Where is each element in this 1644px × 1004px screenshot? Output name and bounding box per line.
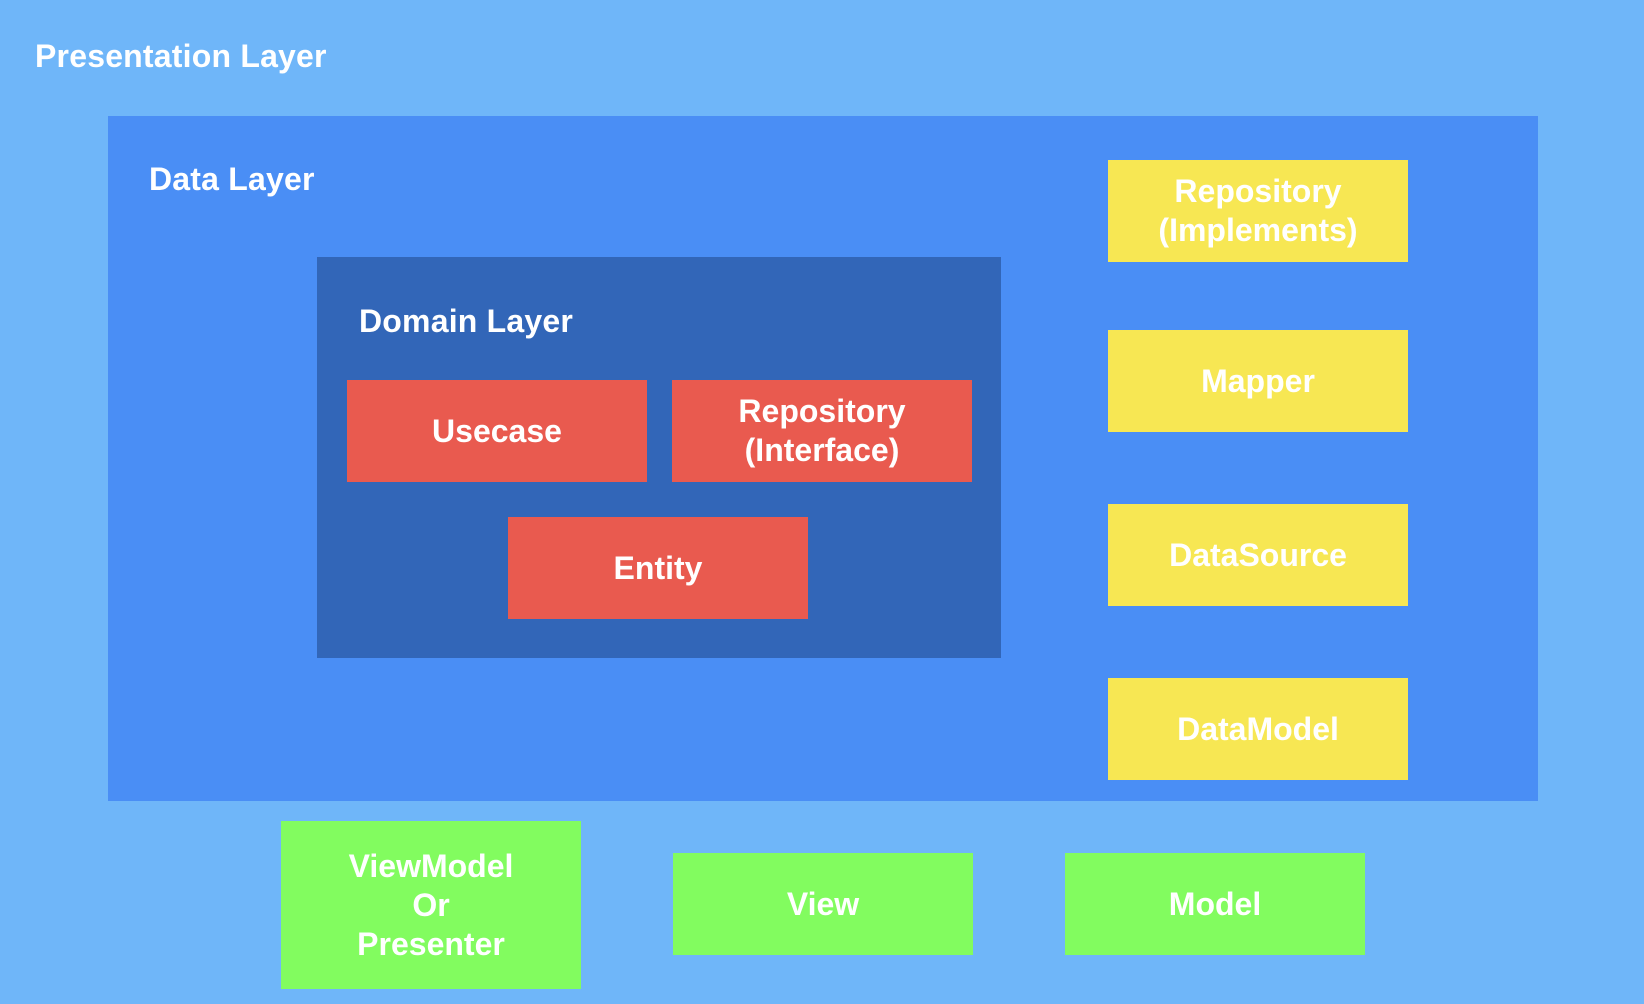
usecase-box: Usecase <box>347 380 647 482</box>
domain-layer-title: Domain Layer <box>359 303 574 339</box>
repository-interface-box: Repository (Interface) <box>672 380 972 482</box>
model-box: Model <box>1065 853 1365 955</box>
entity-box: Entity <box>508 517 808 619</box>
datamodel-box: DataModel <box>1108 678 1408 780</box>
presentation-layer-title: Presentation Layer <box>35 38 327 74</box>
domain-layer: Domain Layer Usecase Repository (Interfa… <box>317 257 1001 658</box>
data-layer: Data Layer Domain Layer Usecase Reposito… <box>108 116 1538 801</box>
repository-implements-box: Repository (Implements) <box>1108 160 1408 262</box>
mapper-box: Mapper <box>1108 330 1408 432</box>
data-layer-title: Data Layer <box>149 161 315 197</box>
view-box: View <box>673 853 973 955</box>
viewmodel-or-presenter-box: ViewModel Or Presenter <box>281 821 581 989</box>
datasource-box: DataSource <box>1108 504 1408 606</box>
